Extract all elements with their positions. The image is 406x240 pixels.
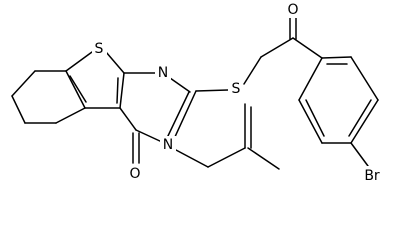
atom-sulfur-ring-label: S xyxy=(95,41,104,57)
atom-nitrogen-bottom: N xyxy=(160,136,176,155)
bond-lines xyxy=(11,12,379,170)
atom-labels: S N N S O O Br xyxy=(92,1,385,185)
atom-nitrogen-top: N xyxy=(155,63,171,82)
atom-nitrogen-bottom-label: N xyxy=(163,137,173,153)
atom-sulfur-ring: S xyxy=(92,39,107,58)
atom-oxygen-carbonyl-label: O xyxy=(129,166,140,182)
atom-oxygen-ketone: O xyxy=(285,1,301,18)
atom-sulfur-thioether: S xyxy=(228,80,243,99)
atom-bromine: Br xyxy=(360,166,385,185)
molecule-structure-diagram: S N N S O O Br xyxy=(11,1,385,185)
atom-oxygen-carbonyl: O xyxy=(127,164,143,183)
atom-sulfur-thioether-label: S xyxy=(232,81,241,97)
atom-oxygen-ketone-label: O xyxy=(287,2,298,18)
atom-nitrogen-top-label: N xyxy=(158,65,168,81)
atom-bromine-label: Br xyxy=(364,168,380,184)
